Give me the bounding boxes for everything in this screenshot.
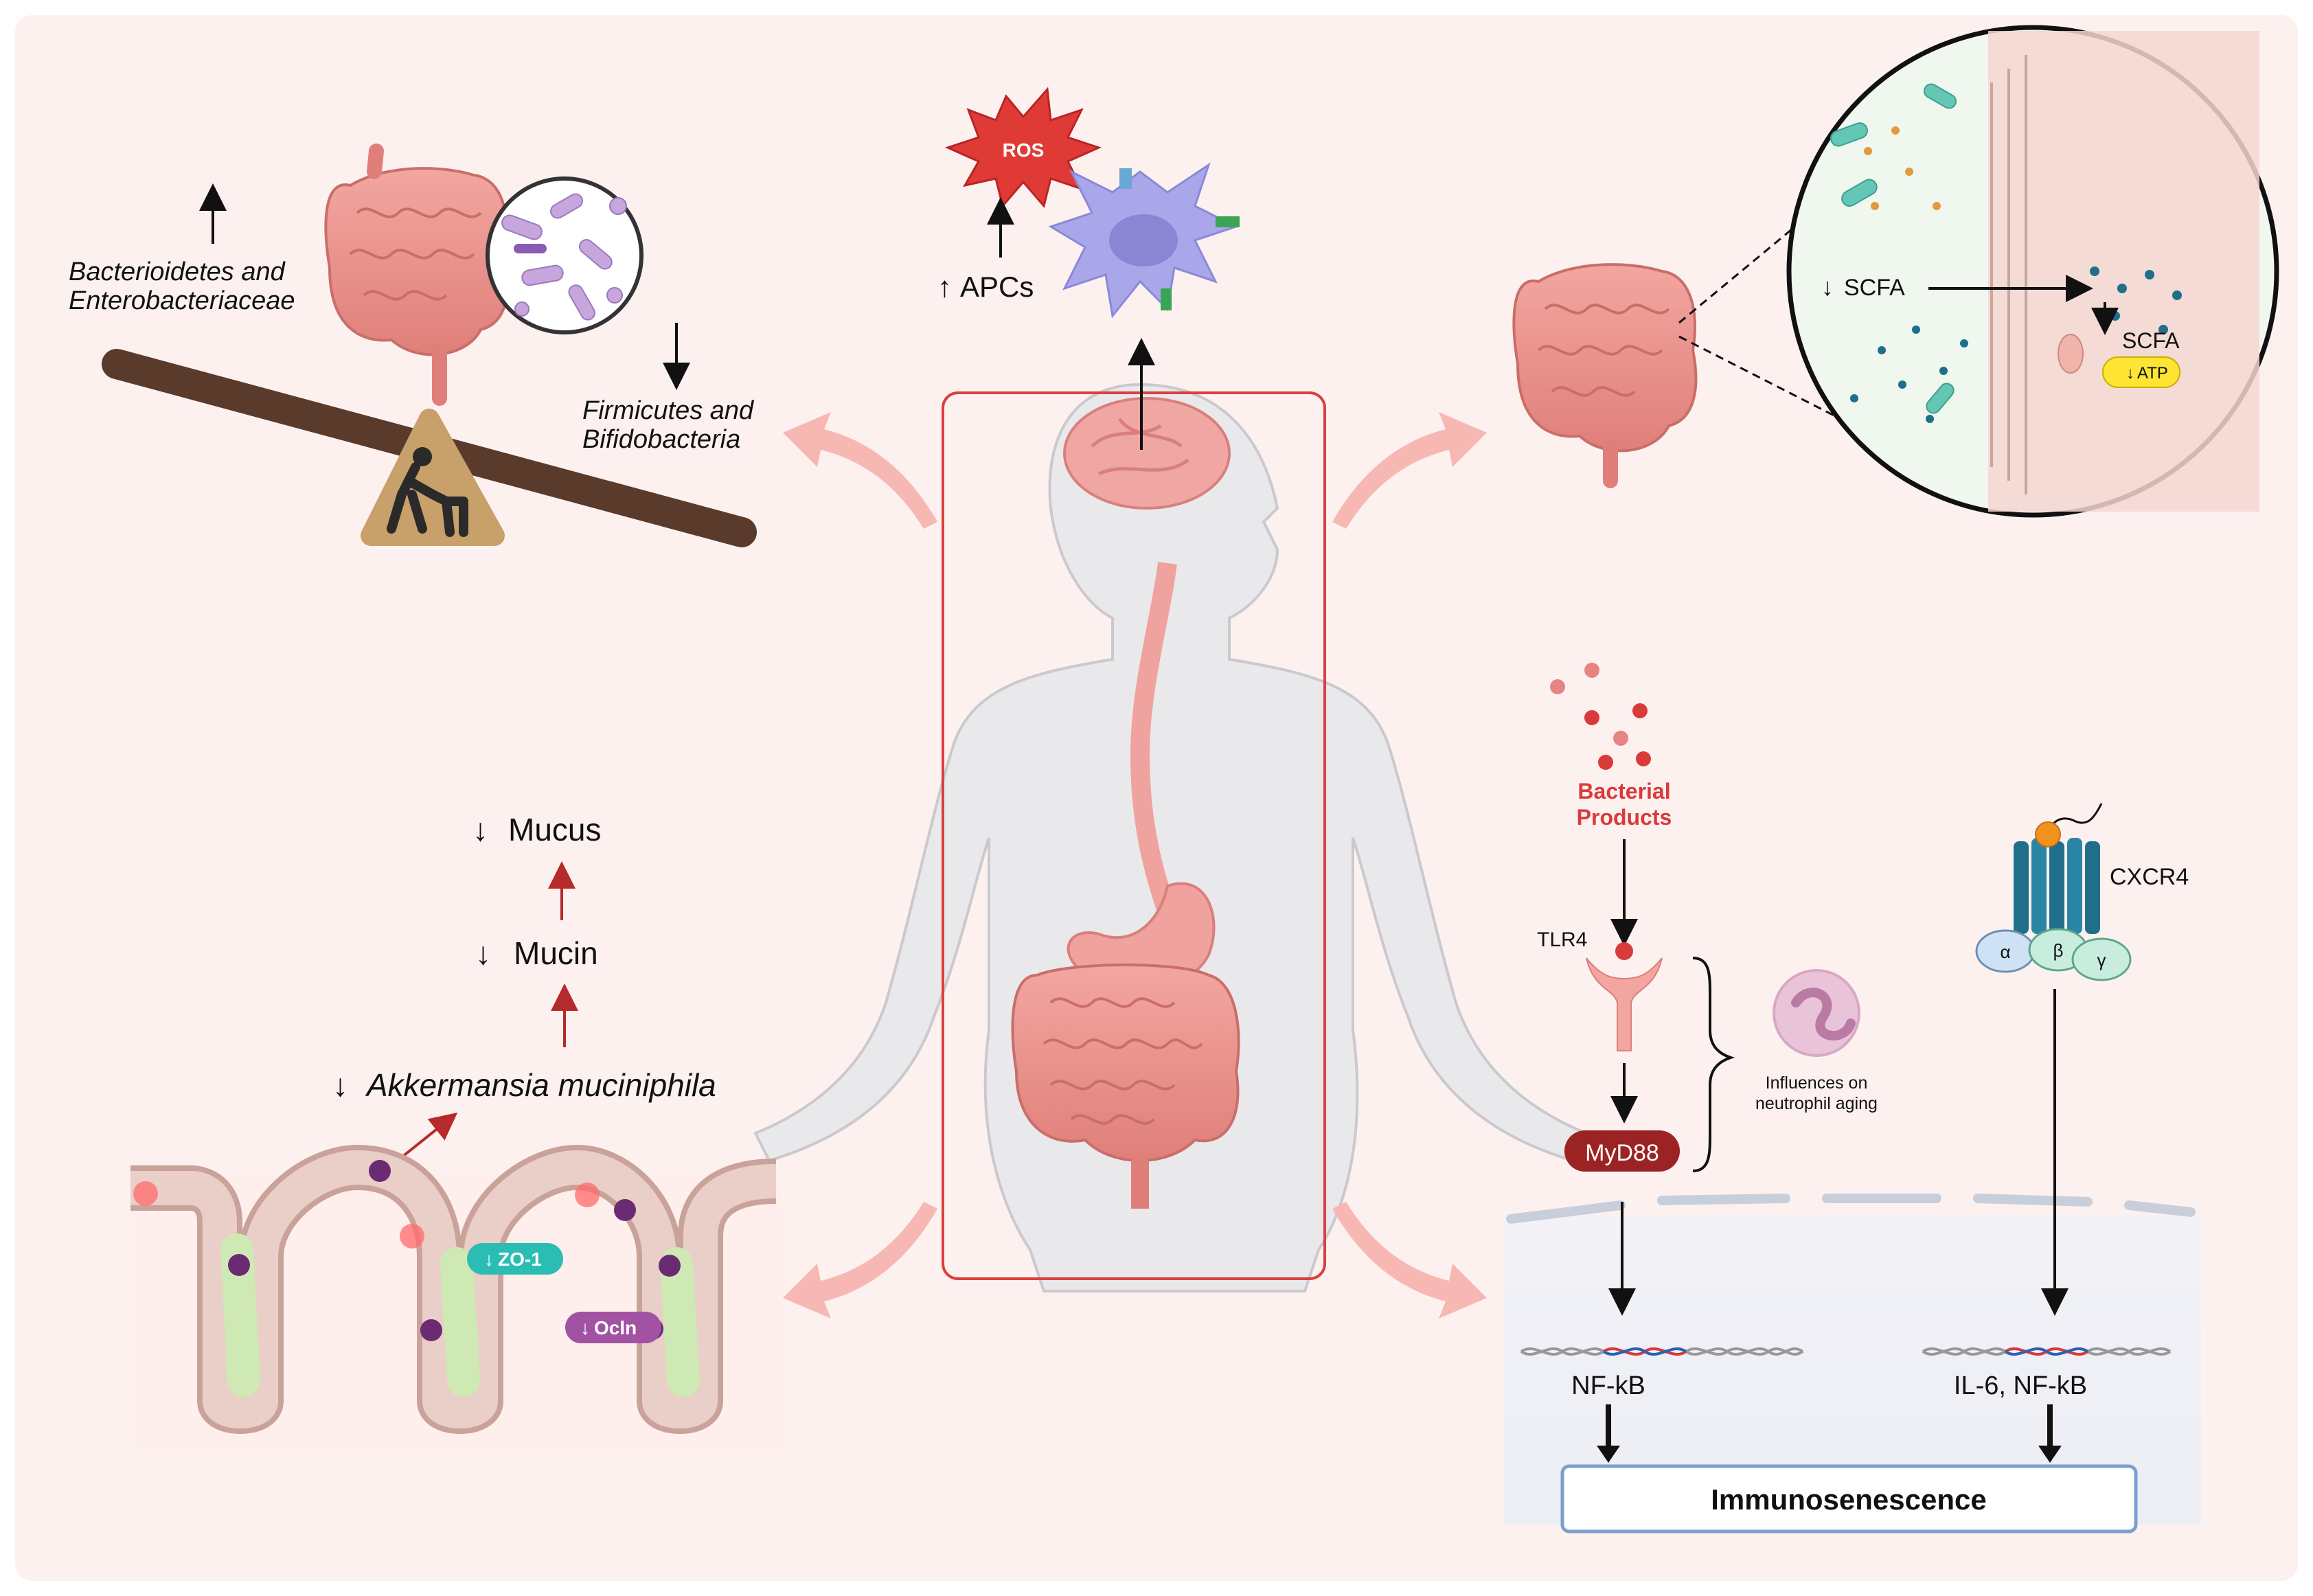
ros-burst-icon xyxy=(944,87,1102,209)
label-bacterial-products-2: Products xyxy=(1577,805,1672,830)
akkermansia-arrow: ↓ xyxy=(332,1067,348,1103)
label-alpha: α xyxy=(2000,942,2010,962)
mucin-arrow: ↓ xyxy=(475,935,491,971)
dna-strand-right xyxy=(1922,1347,2172,1356)
label-scfa-cell: SCFA xyxy=(2122,328,2180,353)
label-il6-nfkb: IL-6, NF-kB xyxy=(1954,1371,2087,1400)
label-ros: ROS xyxy=(1003,139,1045,161)
center-body-frame xyxy=(942,391,1326,1280)
ocln-arrow: ↓ xyxy=(580,1317,590,1338)
label-enterobacteriaceae: Enterobacteriaceae xyxy=(69,286,295,315)
neutrophil-icon xyxy=(1773,969,1860,1057)
label-akkermansia: Akkermansia muciniphila xyxy=(365,1067,716,1103)
pink-connector-arrows xyxy=(783,412,1487,1319)
label-bacterial-products-1: Bacterial xyxy=(1577,779,1670,803)
human-body-figure xyxy=(753,383,1588,1292)
label-cxcr4: CXCR4 xyxy=(2110,864,2189,890)
label-gamma: γ xyxy=(2097,950,2106,970)
label-zo1: ZO-1 xyxy=(498,1249,542,1270)
microbiota-magnifier xyxy=(486,176,643,334)
label-ocln: Ocln xyxy=(594,1317,637,1338)
ocln-badge xyxy=(565,1312,661,1343)
label-bacterioidetes: Bacterioidetes and xyxy=(69,258,286,286)
body-intestines xyxy=(1011,964,1240,1162)
label-immunosenescence: Immunosenescence xyxy=(1711,1483,1987,1516)
dna-strand-left xyxy=(1520,1347,1804,1356)
mucus-arrow: ↓ xyxy=(472,812,488,847)
label-apcs-arrow: ↑ xyxy=(937,271,952,303)
label-nfkb: NF-kB xyxy=(1571,1371,1645,1400)
label-beta: β xyxy=(2053,940,2064,961)
mucus-panel: ↓ Mucus ↓ Mucin ↓ Akkermansia muciniphil… xyxy=(130,812,783,1449)
label-myd88: MyD88 xyxy=(1585,1140,1659,1166)
label-mucus: Mucus xyxy=(508,812,601,847)
scfa-intestines xyxy=(1512,263,1698,488)
seesaw-intestines xyxy=(324,144,510,406)
label-apcs: APCs xyxy=(960,271,1034,303)
label-scfa-lumen: SCFA xyxy=(1844,275,1905,301)
label-firmicutes: Firmicutes and xyxy=(582,396,755,425)
immunosenescence-panel: Bacterial Products TLR4 MyD88 Influences… xyxy=(1504,663,2201,1534)
tlr4-receptor-icon xyxy=(1586,957,1663,1051)
atp-badge xyxy=(2102,356,2180,388)
label-neutrophil-2: neutrophil aging xyxy=(1755,1094,1878,1113)
brain xyxy=(1063,397,1231,510)
zo1-arrow: ↓ xyxy=(484,1249,494,1270)
label-bifidobacteria: Bifidobacteria xyxy=(582,425,740,454)
label-neutrophil-1: Influences on xyxy=(1766,1073,1868,1093)
label-atp: ATP xyxy=(2137,364,2168,383)
label-mucin: Mucin xyxy=(514,935,598,971)
atp-arrow: ↓ xyxy=(2126,364,2134,383)
label-tlr4: TLR4 xyxy=(1537,928,1587,951)
ros-apcs-panel: ROS ↑ APCs xyxy=(937,87,1240,319)
immunosenescence-box xyxy=(1560,1464,2138,1534)
dysbiosis-seesaw: Bacterioidetes and Enterobacteriaceae Fi… xyxy=(69,144,757,547)
scfa-panel: ↓ SCFA SCFA ↓ ATP xyxy=(1512,25,2279,518)
myd88-box xyxy=(1564,1130,1680,1172)
scfa-lumen-arrow: ↓ xyxy=(1821,273,1834,301)
zo1-badge xyxy=(467,1243,563,1275)
cxcr4-receptor-icon xyxy=(1975,803,2132,981)
